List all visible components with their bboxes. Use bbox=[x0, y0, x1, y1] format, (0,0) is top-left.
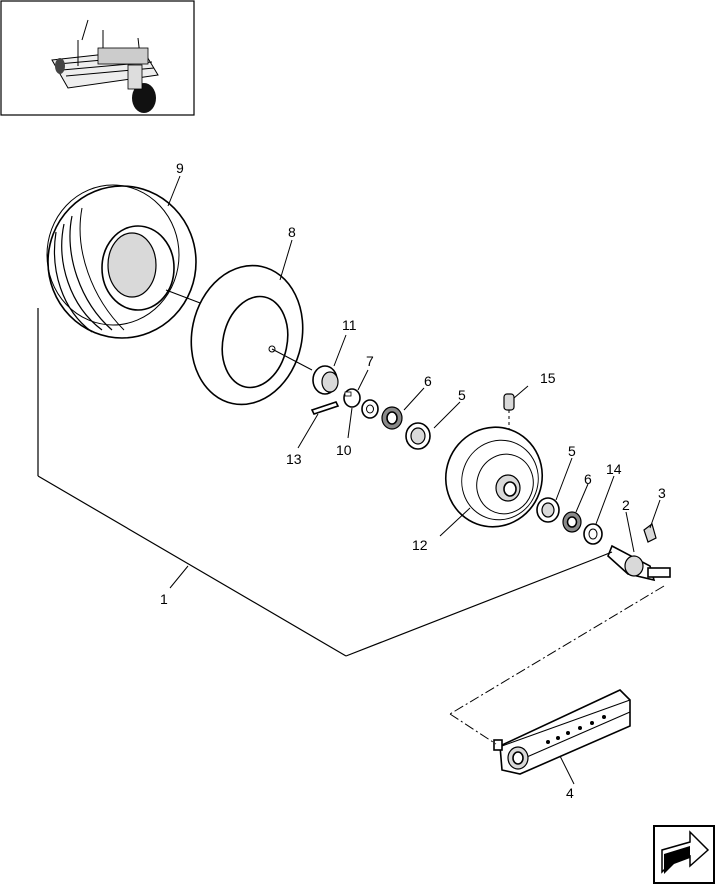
callout-15: 15 bbox=[540, 370, 556, 386]
cotter-pin bbox=[310, 401, 340, 415]
machine-thumbnail-icon bbox=[0, 0, 195, 116]
callout-8: 8 bbox=[288, 224, 296, 240]
callout-6-lower: 6 bbox=[584, 471, 592, 487]
callout-12: 12 bbox=[412, 537, 428, 553]
inner-tube bbox=[190, 264, 313, 406]
bearing-cone-lower bbox=[562, 511, 582, 533]
bearing-cup bbox=[312, 365, 339, 395]
callout-labels: 9 8 11 7 6 5 15 13 10 5 14 6 3 2 12 1 4 bbox=[160, 160, 666, 801]
callout-1: 1 bbox=[160, 591, 168, 607]
bearing-cup-upper bbox=[405, 422, 431, 450]
callout-5-upper: 5 bbox=[458, 387, 466, 403]
callout-3: 3 bbox=[658, 485, 666, 501]
wheel-hub bbox=[444, 426, 544, 528]
callout-2: 2 bbox=[622, 497, 630, 513]
bearing-cup-lower bbox=[536, 497, 560, 523]
callout-14: 14 bbox=[606, 461, 622, 477]
grease-fitting bbox=[503, 393, 515, 430]
next-page-arrow-icon[interactable] bbox=[653, 825, 715, 884]
callout-13: 13 bbox=[286, 451, 302, 467]
seal bbox=[583, 523, 603, 545]
callout-4: 4 bbox=[566, 785, 574, 801]
callout-6-upper: 6 bbox=[424, 373, 432, 389]
callout-7: 7 bbox=[366, 353, 374, 369]
center-lines bbox=[449, 585, 665, 745]
callout-10: 10 bbox=[336, 442, 352, 458]
castle-nut bbox=[343, 388, 361, 408]
leader-lines bbox=[167, 175, 661, 785]
axle-arm bbox=[493, 689, 631, 775]
callout-11: 11 bbox=[342, 317, 357, 333]
tire bbox=[46, 184, 251, 339]
washer bbox=[361, 399, 379, 419]
bearing-cone-upper bbox=[381, 406, 403, 430]
key-pin bbox=[643, 522, 657, 543]
spindle bbox=[607, 544, 671, 582]
assembly-bracket bbox=[37, 308, 613, 657]
callout-9: 9 bbox=[176, 160, 184, 176]
callout-5-lower: 5 bbox=[568, 443, 576, 459]
